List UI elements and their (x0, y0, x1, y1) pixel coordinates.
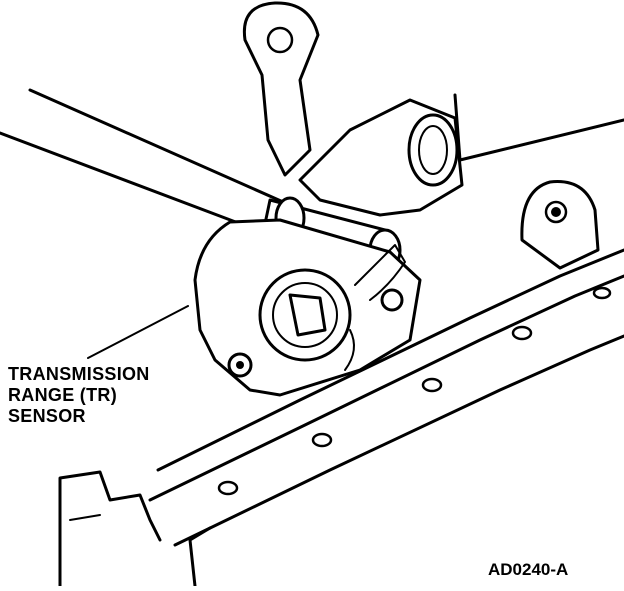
bracket-detail (69, 514, 101, 521)
callout-line-3: SENSOR (8, 406, 86, 426)
connector-socket (407, 113, 459, 187)
tool-shaft-top (28, 88, 292, 207)
rail-bolt-hole (592, 286, 612, 300)
sensor-face-inner (272, 282, 338, 348)
callout-line-1: TRANSMISSION (8, 364, 150, 384)
mount-bolt-left-center (236, 361, 244, 369)
rail-bolt-hole (217, 480, 239, 496)
lever-arm (242, 1, 320, 177)
sensor-lower-detail (344, 329, 355, 371)
sensor-bracket-detail (354, 244, 406, 301)
case-rail-bottom-edge (148, 274, 624, 502)
connector-socket-inner (418, 125, 448, 175)
rail-bolt-hole (511, 325, 533, 341)
case-flange-edge (173, 334, 624, 547)
tr-sensor (193, 98, 464, 397)
transmission-case (58, 93, 624, 588)
case-lower-edge (188, 526, 212, 588)
callout-line-2: RANGE (TR) (8, 385, 117, 405)
rail-bolt-hole (311, 432, 333, 448)
case-top-line (458, 118, 624, 162)
rail-bolt-hole (421, 377, 443, 393)
boss-nut-center (551, 207, 561, 217)
figure-reference: AD0240-A (488, 560, 569, 579)
manual-lever (242, 1, 320, 177)
case-rail-top-edge (156, 248, 624, 472)
lever-eye-hole (266, 26, 294, 54)
case-boss (520, 180, 600, 270)
callout-leader-line (87, 305, 189, 359)
tr-sensor-callout: TRANSMISSION RANGE (TR) SENSOR (8, 364, 150, 427)
mount-bolt-right (380, 288, 404, 312)
tool-shaft-bottom (0, 131, 272, 237)
shaft-flat (288, 293, 327, 337)
case-left-bracket (58, 470, 162, 588)
